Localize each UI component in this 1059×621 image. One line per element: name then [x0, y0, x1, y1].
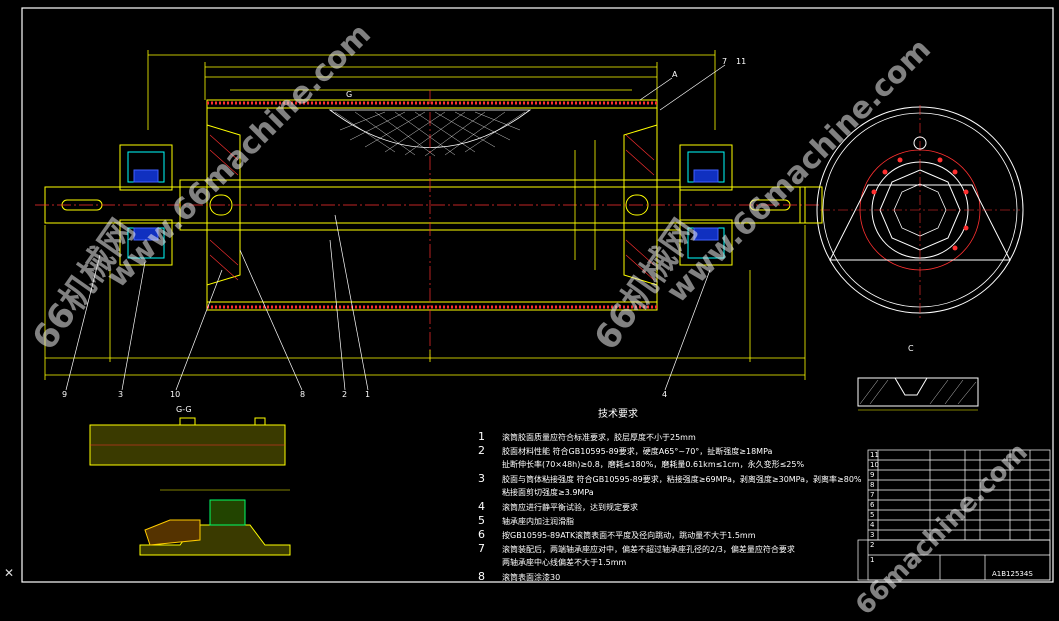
- bom-row-11: 1: [870, 556, 875, 564]
- bom-row-10: 2: [870, 541, 875, 549]
- callout-8: 8: [300, 390, 306, 399]
- bom-row-5: 7: [870, 491, 875, 499]
- detail-g-g: [89, 417, 286, 466]
- lagging-pattern: [328, 109, 532, 157]
- drawing-number: A1B12534S: [992, 570, 1033, 578]
- callout-1: 1: [365, 390, 371, 399]
- bom-row-7: 5: [870, 511, 875, 519]
- title-block: [857, 449, 1051, 581]
- pulley-front-view: [35, 50, 820, 391]
- view-label-g: G: [346, 90, 353, 99]
- cad-drawing-canvas: [21, 7, 1054, 583]
- callout-3: 3: [118, 390, 124, 399]
- ucs-icon: ✕: [4, 566, 15, 580]
- bom-row-8: 4: [870, 521, 875, 529]
- callout-10: 10: [170, 390, 181, 399]
- callout-4: 4: [662, 390, 668, 399]
- note-row: 粘接面剪切强度≥3.9MPa: [502, 488, 594, 497]
- callout-11: 11: [736, 57, 747, 66]
- left-bearing-housing: [119, 144, 173, 266]
- callout-7: 7: [722, 57, 728, 66]
- callout-a: A: [672, 70, 678, 79]
- notes-title: 技术要求: [598, 409, 638, 420]
- note-row: 扯断伸长率(70×48h)≥0.8，磨耗≤180%，磨耗量0.61km≤1cm，…: [502, 460, 805, 469]
- bom-row-1: 11: [870, 451, 879, 459]
- note-row: 两轴承座中心线偏差不大于1.5mm: [502, 558, 627, 567]
- bom-row-2: 10: [870, 461, 879, 469]
- detail-c: [857, 377, 979, 411]
- pulley-side-view: [799, 105, 1024, 318]
- sheet-border: [21, 7, 1054, 583]
- bom-row-4: 8: [870, 481, 875, 489]
- bom-row-9: 3: [870, 531, 875, 539]
- view-label-c: C: [908, 344, 914, 353]
- view-label-gg: G-G: [176, 405, 192, 414]
- detail-weld: [139, 489, 291, 556]
- bom-row-6: 6: [870, 501, 875, 509]
- callout-9: 9: [62, 390, 68, 399]
- right-bearing-housing: [679, 144, 733, 266]
- callout-2: 2: [342, 390, 348, 399]
- bom-row-3: 9: [870, 471, 875, 479]
